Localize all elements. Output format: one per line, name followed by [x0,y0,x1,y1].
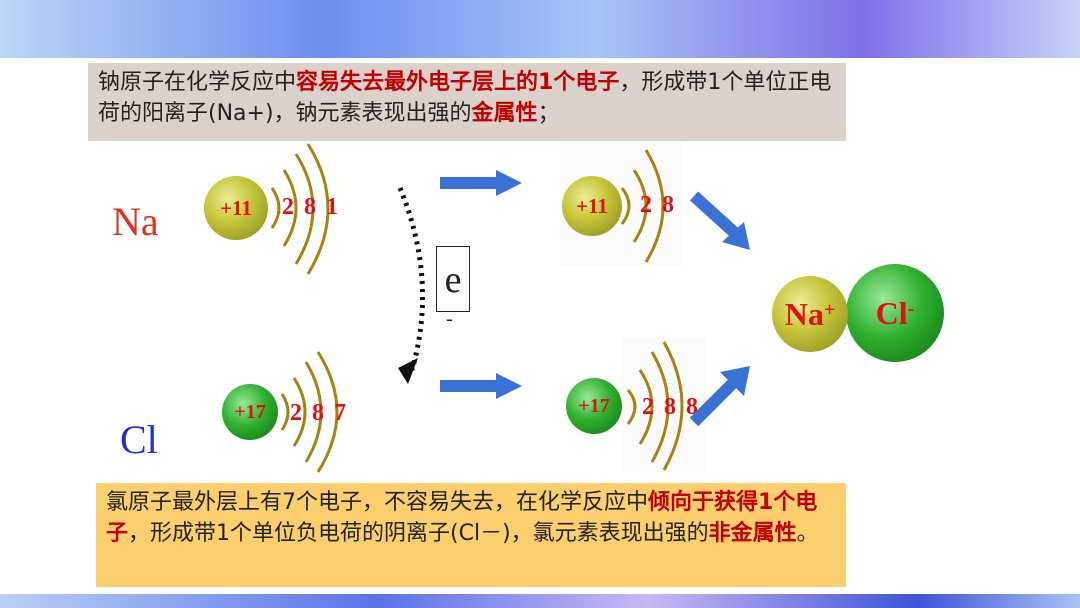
sodium-ion-nucleus: +11 [562,176,622,236]
chlorine-ion-config: 2 8 8 [642,394,700,420]
sodium-config: 2 8 1 [282,194,340,220]
sodium-diagonal-arrow [689,191,750,250]
chlorine-shells [280,351,339,473]
sodium-nucleus: +11 [204,176,268,240]
chlorine-highlight-1: 倾向于获得1个电子 [106,490,818,546]
sodium-right-arrow [440,170,522,196]
sodium-highlight-2: 金属性 [471,101,538,126]
chlorine-text-1: 氯原子最外层上有7个电子，不容易失去，在化学反应中 [106,490,648,515]
footer-band [0,594,1080,608]
sodium-ion-symbol: Na [784,295,824,332]
chlorine-ion-nucleus-charge: +17 [578,394,610,417]
chlorine-right-arrow [440,373,522,399]
chloride-ion-symbol: Cl [875,294,908,331]
sodium-explanation: 钠原子在化学反应中容易失去最外电子层上的1个电子，形成带1个单位正电荷的阳离子(… [88,63,846,141]
sodium-shells [270,143,330,275]
chloride-ion: Cl- [846,264,944,362]
electron-charge: - [446,308,453,330]
sodium-nucleus-charge: +11 [220,195,252,220]
chlorine-ion-nucleus: +17 [566,378,622,434]
sodium-ion-charge: + [823,298,836,321]
chlorine-highlight-2: 非金属性 [708,521,797,546]
chlorine-diagonal-arrow [689,366,750,427]
chlorine-ion-shells [626,341,684,471]
sodium-symbol: Na [112,199,159,244]
sodium-text-2: ，形成带1个单位正电荷的阳离子(Na+)，钠元素表现出强的 [98,70,832,126]
chloride-ion-charge: - [907,297,915,320]
sodium-highlight-1: 容易失去最外电子层上的1个电子 [296,70,620,95]
chlorine-text-2: ，形成带1个单位负电荷的阴离子(Cl－)，氯元素表现出强的 [128,521,709,546]
sodium-ion: Na+ [772,276,848,352]
sodium-text-1: 钠原子在化学反应中 [98,70,297,95]
sodium-text-3: ； [537,101,560,126]
electron-label: e [436,246,470,312]
chlorine-config: 2 8 7 [290,400,348,426]
chlorine-nucleus: +17 [222,384,278,440]
header-band [0,0,1080,58]
sodium-ion-config: 2 8 [640,192,676,218]
chlorine-nucleus-charge: +17 [234,400,266,423]
sodium-ion-nucleus-charge: +11 [576,193,608,218]
electron-transfer-arrow [397,187,426,384]
chlorine-explanation: 氯原子最外层上有7个电子，不容易失去，在化学反应中倾向于获得1个电子，形成带1个… [96,483,846,587]
chlorine-text-3: 。 [796,521,819,546]
chlorine-symbol: Cl [120,417,158,462]
sodium-ion-shells [620,149,665,263]
